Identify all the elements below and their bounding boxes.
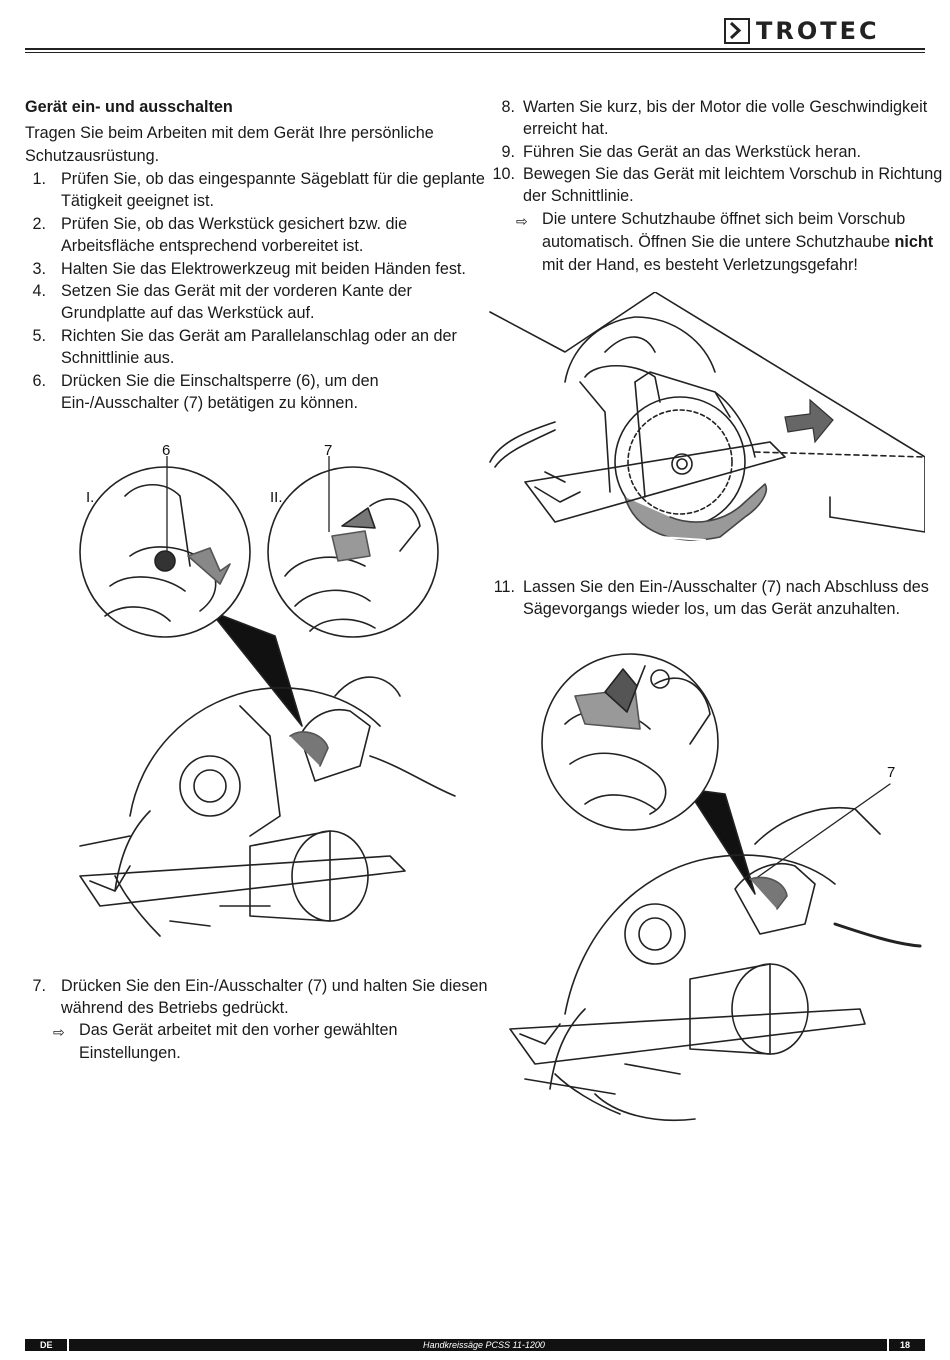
step-text: Ein-/Ausschalter (7) betätigen zu können… (61, 394, 358, 412)
intro-line-2: Schutzausrüstung. (25, 147, 160, 165)
step-text: Lassen Sie den Ein-/Ausschalter (7) nach… (523, 578, 929, 596)
header-rule-thin (25, 52, 925, 53)
footer-language: DE (40, 1340, 53, 1350)
step-text: Führen Sie das Gerät an das Werkstück he… (523, 143, 862, 161)
step-text: Tätigkeit geeignet ist. (61, 192, 214, 210)
footer-divider (887, 1339, 889, 1351)
step-number: 8. (501, 98, 515, 116)
step-number: 11. (493, 578, 515, 596)
step-text: Richten Sie das Gerät am Parallelanschla… (61, 327, 457, 345)
footer-product: Handkreissäge PCSS 11-1200 (423, 1340, 545, 1350)
logo-text: TROTEC (756, 17, 880, 45)
step-number: 7. (32, 977, 46, 995)
step-number: 3. (32, 260, 46, 278)
step-text: der Schnittlinie. (523, 187, 634, 205)
step-text: Prüfen Sie, ob das eingespannte Sägeblat… (61, 170, 485, 188)
step-text: Bewegen Sie das Gerät mit leichtem Vorsc… (523, 165, 943, 183)
footer-divider (67, 1339, 69, 1351)
result-text: mit der Hand, es besteht Verletzungsgefa… (542, 256, 858, 274)
step-text: Drücken Sie den Ein-/Ausschalter (7) und… (61, 977, 488, 995)
trotec-logo: TROTEC (724, 16, 880, 46)
callout-label-7: 7 (887, 764, 895, 781)
footer-page-number: 18 (899, 1340, 910, 1350)
step-text: erreicht hat. (523, 120, 609, 138)
callout-label-7: 7 (324, 442, 332, 459)
power-on-illustration: 6 7 I. II. (79, 442, 456, 937)
intro-line-1: Tragen Sie beim Arbeiten mit dem Gerät I… (25, 124, 434, 142)
step-number: 4. (32, 282, 46, 300)
result-text-warning: automatisch. Öffnen Sie die untere Schut… (542, 231, 933, 254)
callout-label-6: 6 (162, 442, 170, 459)
step-number: 9. (501, 143, 515, 161)
step-number: 2. (32, 215, 46, 233)
step-text: während des Betriebs gedrückt. (61, 999, 289, 1017)
step-number: 5. (32, 327, 46, 345)
result-arrow-icon: ⇨ (53, 1024, 65, 1040)
power-off-illustration: 7 (509, 653, 922, 1122)
result-text: Die untere Schutzhaube öffnet sich beim … (542, 210, 906, 228)
step-text: Drücken Sie die Einschaltsperre (6), um … (61, 372, 379, 390)
result-arrow-icon: ⇨ (516, 213, 528, 229)
step-text: Grundplatte auf das Werkstück auf. (61, 304, 315, 322)
result-text: Einstellungen. (79, 1044, 181, 1062)
step-text: Warten Sie kurz, bis der Motor die volle… (523, 98, 928, 116)
section-heading: Gerät ein- und ausschalten (25, 98, 233, 116)
step-text: Prüfen Sie, ob das Werkstück gesichert b… (61, 215, 408, 233)
emphasis-nicht: nicht (894, 233, 934, 251)
header-rule (25, 48, 925, 50)
detail-label-1: I. (86, 489, 94, 506)
result-text: Das Gerät arbeitet mit den vorher gewähl… (79, 1021, 398, 1039)
step-text: Setzen Sie das Gerät mit der vorderen Ka… (61, 282, 412, 300)
step-text: Halten Sie das Elektrowerkzeug mit beide… (61, 260, 466, 278)
detail-label-2: II. (270, 489, 283, 506)
page-footer: DE Handkreissäge PCSS 11-1200 18 (25, 1339, 925, 1351)
step-text: Schnittlinie aus. (61, 349, 175, 367)
step-number: 1. (32, 170, 46, 188)
step-number: 10. (492, 165, 515, 183)
step-number: 6. (32, 372, 46, 390)
step-text: Sägevorgangs wieder los, um das Gerät an… (523, 600, 901, 618)
feeding-cut-illustration (489, 292, 925, 541)
result-text-part: automatisch. Öffnen Sie die untere Schut… (542, 233, 895, 251)
step-text: Arbeitsfläche entsprechend vorbereitet i… (61, 237, 364, 255)
logo-bracket-icon (724, 18, 750, 44)
